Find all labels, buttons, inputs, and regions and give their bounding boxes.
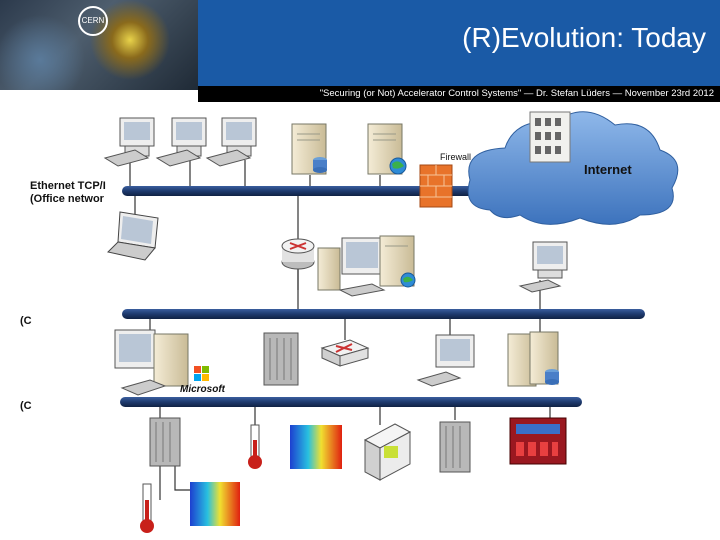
slide-header: CERN (R)Evolution: Today — [0, 0, 720, 90]
thermometer-2-icon — [140, 483, 154, 533]
database-server-icon — [291, 123, 327, 175]
windows-pc-icon — [114, 329, 209, 396]
lower-servers-icon — [507, 331, 559, 387]
thermal-image-icon — [290, 425, 342, 469]
control-server-icon — [379, 235, 416, 288]
subtitle-bar: "Securing (or Not) Accelerator Control S… — [198, 86, 720, 102]
header-photo: CERN — [0, 0, 198, 90]
remote-pc-icon — [518, 241, 568, 293]
web-server-icon — [367, 123, 407, 175]
field-network-bus — [120, 397, 582, 407]
control-workstation-icon — [317, 237, 386, 297]
office-pc-3-icon — [205, 117, 257, 167]
internet-cloud-icon — [467, 111, 679, 225]
mid-left-label: (C — [20, 315, 32, 327]
io-module-icon — [509, 417, 567, 465]
router-icon — [281, 238, 315, 270]
field-rack-icon — [439, 421, 471, 473]
firewall-label: Firewall — [440, 152, 472, 162]
thermometer-icon — [248, 424, 262, 469]
hmi-panel-icon — [363, 423, 412, 481]
thermal-image-2-icon — [190, 482, 240, 526]
lower-workstation-icon — [416, 334, 475, 387]
control-network-bus — [122, 309, 645, 319]
laptop-icon — [106, 211, 159, 261]
plc-rack-icon — [263, 332, 299, 386]
ethernet-label-line1: Ethernet TCP/I — [30, 180, 106, 192]
microsoft-label: Microsoft — [180, 384, 225, 395]
cern-logo: CERN — [78, 6, 108, 36]
internet-label: Internet — [584, 162, 632, 177]
field-plc-icon — [149, 417, 181, 467]
firewall-icon — [419, 164, 453, 208]
office-pc-1-icon — [103, 117, 155, 167]
ethernet-label-line2: (Office networ — [30, 193, 104, 205]
office-pc-2-icon — [155, 117, 207, 167]
switch-icon — [320, 339, 370, 367]
slide-title: (R)Evolution: Today — [462, 22, 706, 53]
slide-subtitle: "Securing (or Not) Accelerator Control S… — [319, 88, 714, 99]
low-left-label: (C — [20, 400, 32, 412]
